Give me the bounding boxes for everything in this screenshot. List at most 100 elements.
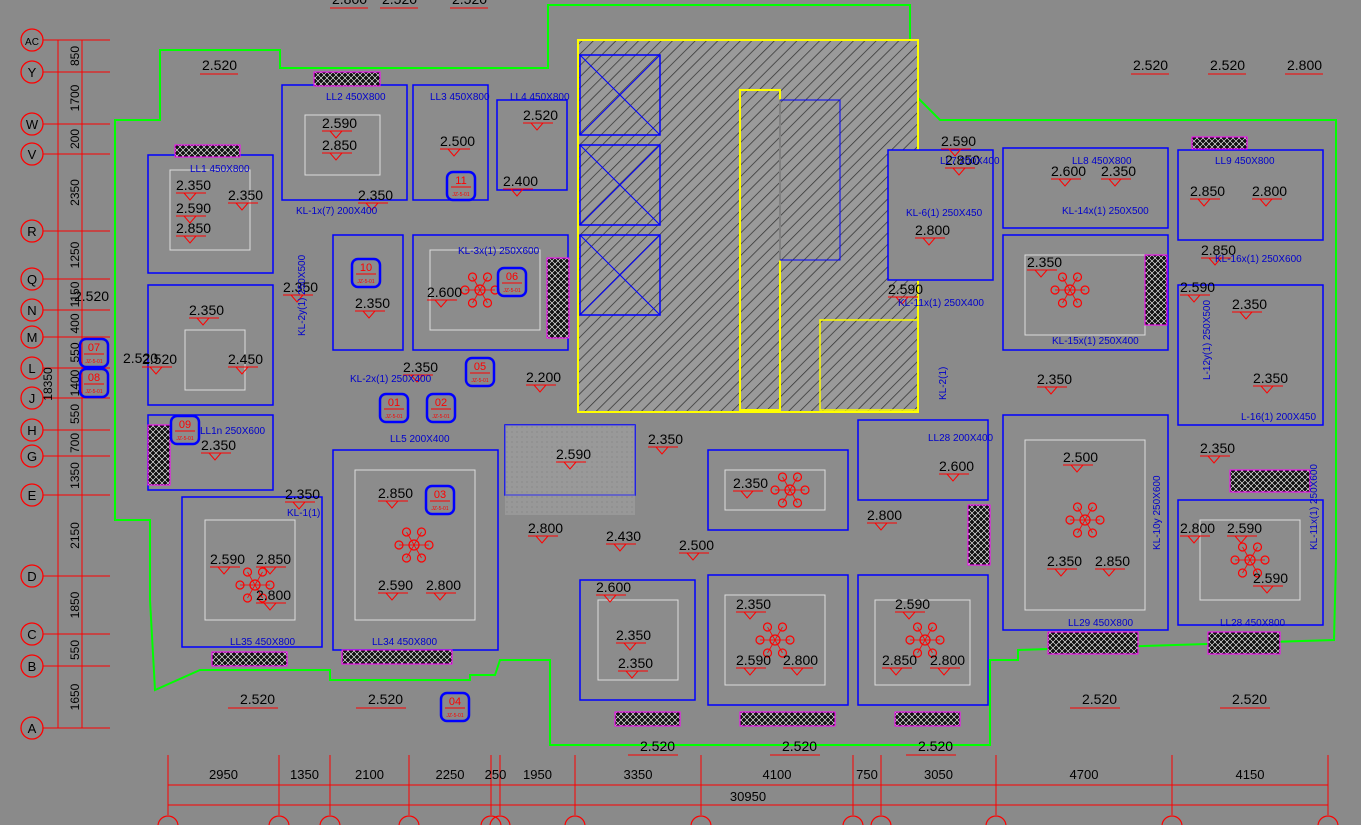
axis-label: J <box>29 391 36 406</box>
level-marker: 2.200 <box>526 369 561 393</box>
level-value: 2.800 <box>426 577 461 593</box>
tag-number: 01 <box>388 397 400 409</box>
height-value: 2.520 <box>1232 691 1267 707</box>
level-value: 2.450 <box>228 351 263 367</box>
axis-bubble-G: G <box>20 444 110 468</box>
level-value: 2.800 <box>256 587 291 603</box>
level-value: 2.350 <box>1253 370 1288 386</box>
level-value: 2.590 <box>1253 570 1288 586</box>
height-value: 2.520 <box>782 738 817 754</box>
beam-label: LL28 200X400 <box>928 433 994 444</box>
level-value: 2.850 <box>1190 183 1225 199</box>
level-value: 2.590 <box>322 115 357 131</box>
level-value: 2.350 <box>285 486 320 502</box>
level-marker: 2.850 <box>256 551 291 575</box>
level-marker: 2.590 <box>1253 570 1288 594</box>
tag-ref: JZ-5-01 <box>176 436 193 442</box>
level-marker: 2.350 <box>1200 440 1235 464</box>
exterior-height: 2.520 <box>628 738 678 756</box>
left-dim-text: 2350 <box>68 179 82 206</box>
level-value: 2.600 <box>939 458 974 474</box>
beam-label: KL-2x(1) 250X400 <box>350 374 432 385</box>
level-value: 2.200 <box>526 369 561 385</box>
axis-bubble-AC: AC <box>20 28 110 52</box>
level-marker: 2.450 <box>228 351 263 375</box>
level-marker: 2.590 <box>378 577 413 601</box>
level-value: 2.590 <box>1227 520 1262 536</box>
exterior-height: 2.800 <box>1285 57 1323 75</box>
level-value: 2.350 <box>616 627 651 643</box>
bottom-axis-bubble <box>985 815 1007 825</box>
beam-label: KL-11x(1) 250X600 <box>1309 464 1320 550</box>
level-value: 2.350 <box>1027 254 1062 270</box>
level-value: 2.800 <box>1252 183 1287 199</box>
axis-label: W <box>26 117 39 132</box>
level-marker: 2.850 <box>1095 553 1130 577</box>
exterior-height: 2.520 <box>906 738 956 756</box>
level-value: 2.430 <box>606 528 641 544</box>
level-marker: 2.600 <box>427 284 462 308</box>
bottom-axis-bubble <box>319 815 341 825</box>
level-marker: 2.590 <box>1227 520 1262 544</box>
level-value: 2.800 <box>915 222 950 238</box>
level-marker: 2.590 <box>176 200 211 224</box>
exterior-height: 2.520 <box>200 57 238 75</box>
floor-pattern <box>505 425 635 515</box>
level-value: 2.350 <box>201 437 236 453</box>
chandelier-icon <box>394 527 434 563</box>
level-value: 2.350 <box>1200 440 1235 456</box>
exterior-height: 2.520 <box>450 0 488 9</box>
level-marker: 2.500 <box>440 133 475 157</box>
level-value: 2.800 <box>783 652 818 668</box>
bottom-dim-text: 750 <box>856 767 878 782</box>
height-value: 2.520 <box>368 691 403 707</box>
bottom-dim-text: 3350 <box>624 767 653 782</box>
height-value: 2.520 <box>918 738 953 754</box>
left-dim-text: 1700 <box>68 84 82 111</box>
chandelier-icon <box>755 622 795 658</box>
level-value: 2.590 <box>210 551 245 567</box>
level-marker: 2.520 <box>142 351 177 375</box>
tag-ref: JZ-5-01 <box>503 288 520 294</box>
level-marker: 2.800 <box>783 652 818 676</box>
level-value: 2.850 <box>378 485 413 501</box>
level-value: 2.600 <box>427 284 462 300</box>
axis-label: AC <box>25 37 39 48</box>
level-marker: 2.800 <box>528 520 563 544</box>
beam-label: L-16(1) 200X450 <box>1241 412 1316 423</box>
axis-label: B <box>28 659 37 674</box>
level-value: 2.350 <box>733 475 768 491</box>
light-fixtures <box>235 272 1270 658</box>
tag-number: 02 <box>435 397 447 409</box>
bottom-axis-bubble <box>870 815 892 825</box>
chandelier-icon <box>770 472 810 508</box>
level-marker: 2.590 <box>556 446 591 470</box>
tag-ref: JZ-5-01 <box>85 389 102 395</box>
height-value: 2.520 <box>74 288 109 304</box>
beam-label: LL7 200X400 <box>940 156 1000 167</box>
height-value: 2.520 <box>123 350 158 366</box>
chandelier-icon <box>905 622 945 658</box>
beam-label: LL1 450X800 <box>190 164 250 175</box>
level-marker: 2.350 <box>736 596 771 620</box>
left-dim-text: 550 <box>68 640 82 660</box>
left-dim-text: 1350 <box>68 462 82 489</box>
beam-label: LL8 450X800 <box>1072 156 1132 167</box>
left-total-text: 18350 <box>41 367 55 401</box>
level-marker: 2.350 <box>1037 371 1072 395</box>
tag-number: 06 <box>506 271 518 283</box>
level-marker: 2.850 <box>322 137 357 161</box>
level-value: 2.590 <box>378 577 413 593</box>
bottom-axis-bubble <box>842 815 864 825</box>
height-value: 2.520 <box>1082 691 1117 707</box>
level-marker: 2.350 <box>1232 296 1267 320</box>
beam-label: KL-6(1) 250X450 <box>906 208 983 219</box>
level-marker: 2.850 <box>1190 183 1225 207</box>
axis-bubble-B: B <box>20 654 110 678</box>
